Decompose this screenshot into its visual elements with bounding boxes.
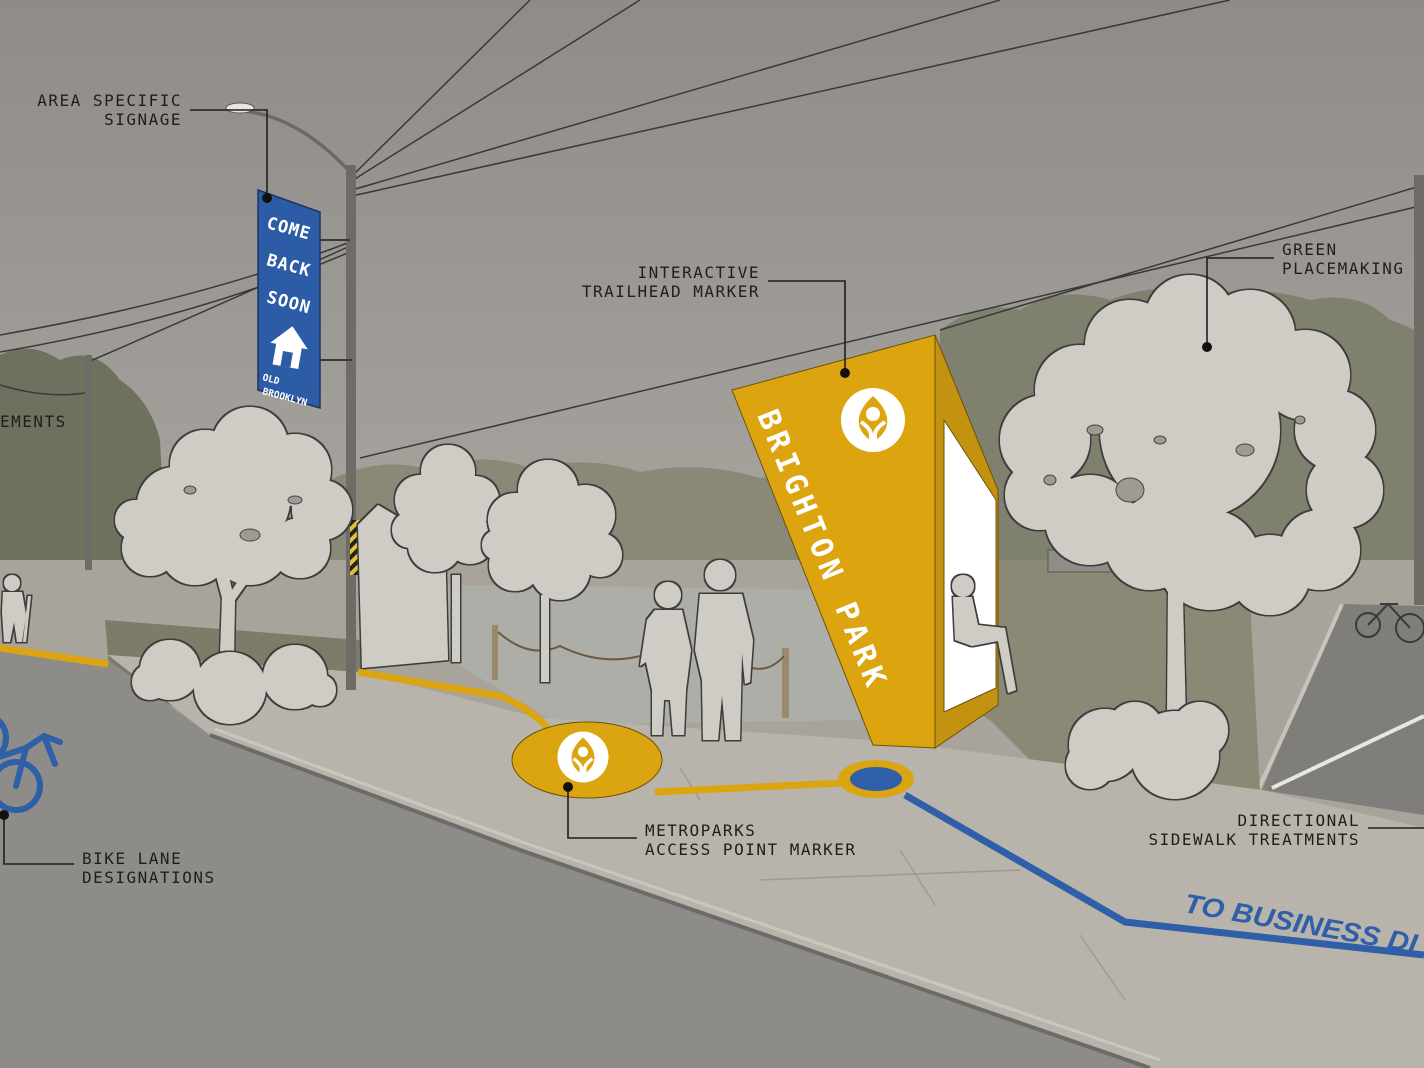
person-sitting [952, 575, 1016, 693]
tree-middle [392, 445, 499, 662]
callout-access-point-marker: METROPARKS ACCESS POINT MARKER [563, 782, 857, 859]
person-walking-left [2, 575, 31, 642]
utility-pole-left [85, 355, 92, 570]
sidewalk-joints [679, 767, 1126, 1001]
tree-right-small [482, 460, 622, 682]
tree-large [1000, 275, 1383, 725]
callout-sidewalk-line-1: DIRECTIONAL [1238, 811, 1360, 830]
access-point-marker [511, 721, 663, 799]
callout-area-signage: AREA SPECIFIC SIGNAGE [37, 91, 272, 203]
tree-large-gaps [1043, 415, 1306, 503]
callout-trailhead-line-1: INTERACTIVE [638, 263, 760, 282]
yellow-trail-line [0, 644, 843, 796]
callout-green-line-2: PLACEMAKING [1282, 259, 1404, 278]
directional-sidewalk-marker [838, 760, 914, 798]
callout-bike-line-1: BIKE LANE [82, 849, 182, 868]
callout-trailhead-marker: INTERACTIVE TRAILHEAD MARKER [582, 263, 850, 378]
area-banner: COME BACK SOON OLD BROOKLYN [257, 188, 321, 409]
callout-area-signage-line-1: AREA SPECIFIC [37, 91, 182, 110]
banner-brackets [320, 239, 352, 361]
callout-sidewalk-line-2: SIDEWALK TREATMENTS [1148, 830, 1360, 849]
tree-left [115, 407, 352, 655]
callout-green-placemaking: GREEN PLACEMAKING [1202, 240, 1404, 352]
road [0, 650, 1150, 1068]
callout-left-cutoff-text: EMENTS [0, 412, 67, 431]
parking-line [1271, 714, 1424, 790]
parking-curb [1256, 603, 1344, 791]
parking-lot [1262, 604, 1424, 815]
banner-footer-1: OLD [261, 372, 281, 387]
rope-fence [492, 625, 789, 718]
house-arrow-icon [270, 326, 308, 369]
callout-access-line-2: ACCESS POINT MARKER [645, 840, 857, 859]
parked-bikes [1355, 602, 1424, 643]
callout-bike-lane: BIKE LANE DESIGNATIONS [0, 810, 216, 887]
metroparks-leaf-icon [841, 388, 905, 452]
callout-left-cutoff: EMENTS [0, 412, 67, 431]
callout-bike-line-2: DESIGNATIONS [82, 868, 216, 887]
callout-sidewalk-treatments: DIRECTIONAL SIDEWALK TREATMENTS [1148, 811, 1424, 849]
tree-left-gaps [183, 485, 303, 542]
bicycle-icon [0, 717, 63, 813]
callout-area-signage-line-2: SIGNAGE [104, 110, 182, 129]
callout-trailhead-line-2: TRAILHEAD MARKER [582, 282, 760, 301]
callout-green-line-1: GREEN [1282, 240, 1338, 259]
utility-pole-right [1414, 175, 1424, 605]
metroparks-leaf-icon [557, 731, 609, 783]
sidewalk [108, 655, 1424, 1068]
couple-walking [640, 560, 753, 740]
bushes-left [132, 640, 336, 724]
blue-directional-line [903, 791, 1424, 959]
callout-access-line-1: METROPARKS [645, 821, 756, 840]
curb-edge [209, 733, 1151, 1068]
power-lines [0, 0, 1424, 459]
curb-top [214, 727, 1161, 1062]
bushes-right [1066, 702, 1228, 799]
